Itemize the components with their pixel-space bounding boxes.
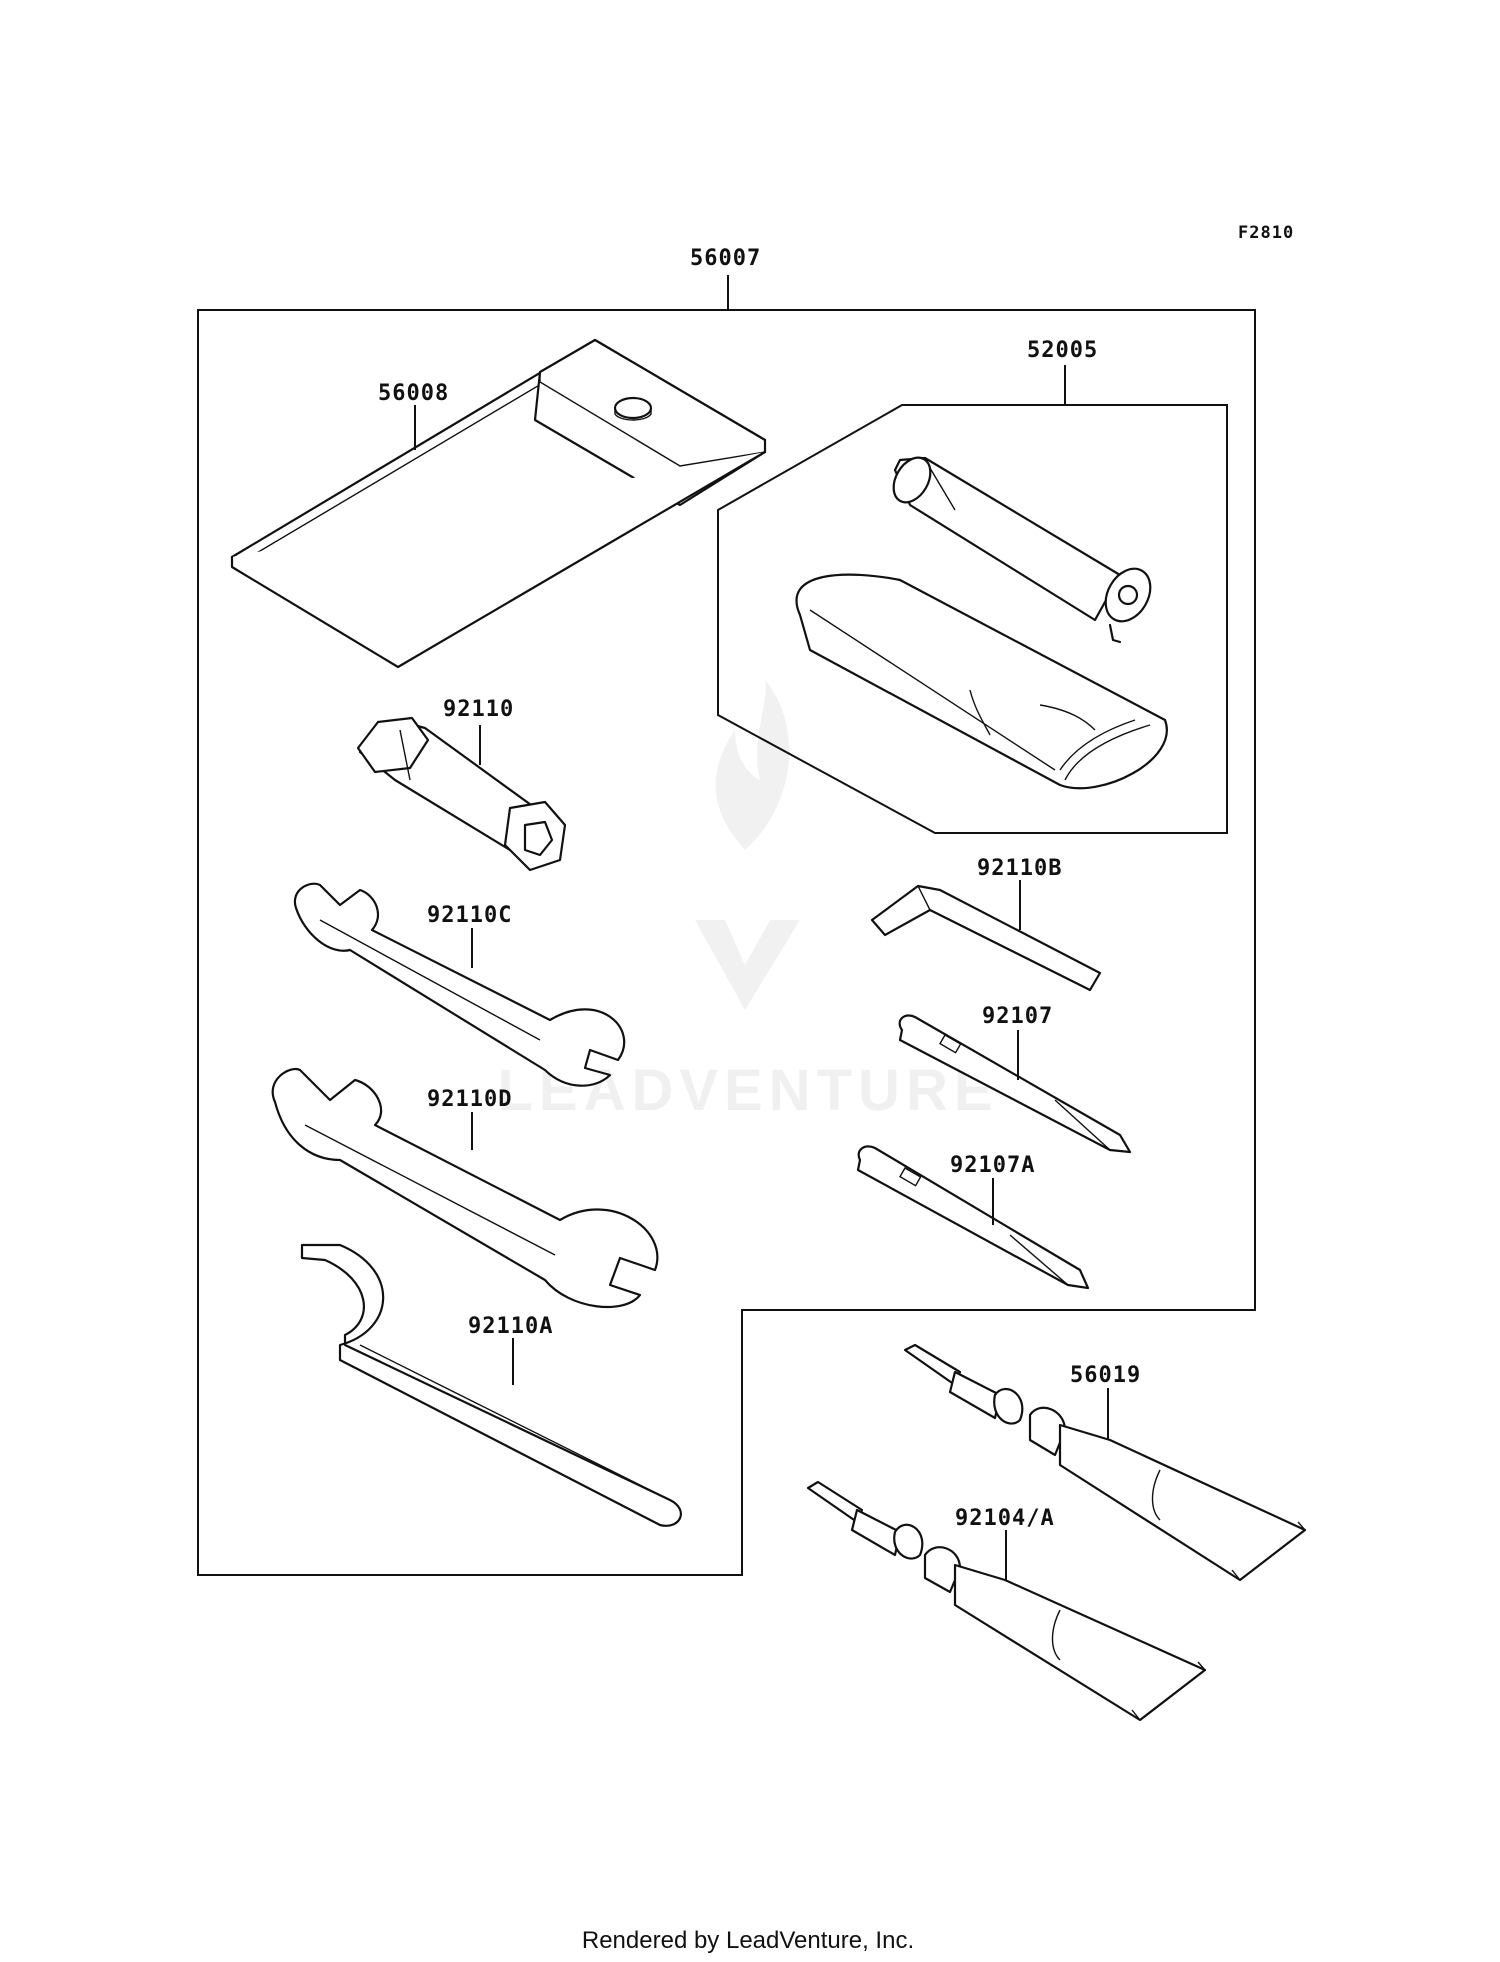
label-92104A[interactable]: 92104/A: [955, 1506, 1055, 1531]
label-92110C[interactable]: 92110C: [427, 903, 512, 928]
label-52005[interactable]: 52005: [1027, 338, 1098, 363]
label-56019[interactable]: 56019: [1070, 1363, 1141, 1388]
label-56008[interactable]: 56008: [378, 381, 449, 406]
open-end-wrench-large: [271, 1067, 659, 1309]
hook-spanner-wrench: [300, 1243, 682, 1527]
open-end-wrench-small: [293, 882, 626, 1087]
footer-credit: Rendered by LeadVenture, Inc.: [582, 1927, 914, 1954]
label-92110[interactable]: 92110: [443, 697, 514, 722]
plug-wrench: [356, 716, 567, 872]
figure-code: F2810: [1238, 223, 1294, 243]
kit-outline: [197, 309, 1256, 1576]
tire-pump: [892, 456, 1152, 644]
label-92107A[interactable]: 92107A: [950, 1153, 1035, 1178]
grease-tube-92104A: [806, 1480, 1207, 1722]
pump-case: [795, 573, 1168, 790]
label-92110A[interactable]: 92110A: [468, 1314, 553, 1339]
screwdriver-bit-a: [856, 1145, 1090, 1290]
label-92110D[interactable]: 92110D: [427, 1087, 512, 1112]
allen-wrench: [870, 884, 1102, 992]
label-92110B[interactable]: 92110B: [977, 856, 1062, 881]
label-92107[interactable]: 92107: [982, 1004, 1053, 1029]
screwdriver-bit: [898, 1014, 1132, 1154]
label-56007[interactable]: 56007: [690, 246, 761, 271]
grease-tube-56019: [903, 1343, 1307, 1582]
tool-pouch: [230, 338, 767, 669]
pump-kit-outline: [717, 404, 1228, 834]
